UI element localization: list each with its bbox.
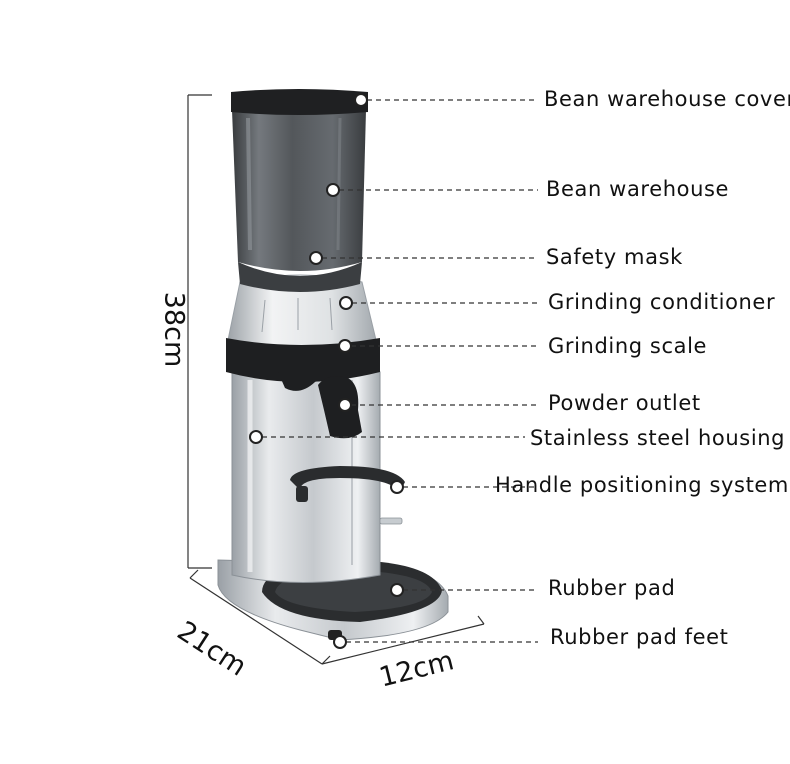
width-dimension-line (321, 615, 485, 665)
label-stainless-steel-housing: Stainless steel housing (530, 426, 786, 450)
label-bean-warehouse-cover: Bean warehouse cover (544, 87, 790, 111)
depth-dimension-line (189, 569, 331, 665)
label-powder-outlet: Powder outlet (548, 391, 701, 415)
leader-lines (262, 99, 538, 643)
label-handle-positioning-system: Handle positioning system (495, 473, 789, 497)
label-rubber-pad-feet: Rubber pad feet (550, 625, 729, 649)
height-dimension-line (187, 94, 212, 569)
marker-dots (249, 93, 404, 649)
label-bean-warehouse: Bean warehouse (546, 177, 730, 201)
dimension-height-label: 38cm (158, 291, 190, 368)
label-grinding-scale: Grinding scale (548, 334, 708, 358)
label-safety-mask: Safety mask (546, 245, 683, 269)
label-rubber-pad: Rubber pad (548, 576, 676, 600)
bean-hopper (232, 110, 366, 292)
handle-fork (290, 466, 405, 502)
hopper-lid (231, 89, 368, 115)
label-grinding-conditioner: Grinding conditioner (548, 290, 776, 314)
